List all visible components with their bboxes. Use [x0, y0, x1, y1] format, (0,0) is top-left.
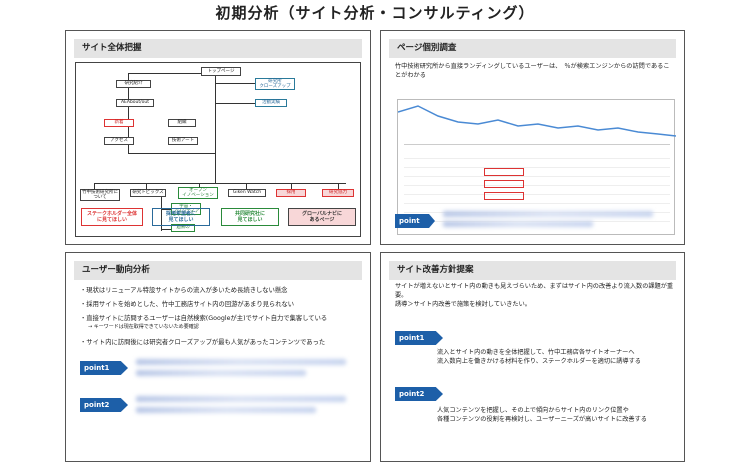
point2-badge: point2: [80, 398, 128, 412]
page-title: 初期分析（サイト分析・コンサルティング）: [215, 4, 535, 22]
node-collab: 研究協力: [322, 189, 354, 197]
node-closeup: 研究所 クローズアップ: [255, 78, 295, 90]
node-recruit: 採用: [276, 189, 306, 197]
point1-badge: point1: [80, 361, 128, 375]
legend-global-nav: グローバルナビに あるページ: [288, 208, 356, 226]
site-overview-heading: サイト全体把握: [74, 39, 362, 58]
bullet-4: ・サイト内に訪問後には研究者クローズアップが最も人気があったコンテンツであった: [80, 339, 326, 346]
blurred-text: [136, 370, 306, 376]
site-tree: トップページ 研究紹介 研究所 クローズアップ AEAbout/out 活動実績…: [75, 62, 361, 237]
improvement-point1-badge: point1: [395, 331, 443, 345]
node-access: アクセス: [104, 137, 134, 145]
node-space: 宇宙・ フロンティア: [171, 203, 201, 215]
highlight-row-3: [484, 192, 524, 200]
blurred-text: [136, 359, 346, 365]
node-giken: Giken Watch: [228, 189, 266, 197]
node-lab-intro: 研究紹介: [116, 80, 151, 88]
node-past: 過去の: [171, 224, 195, 232]
node-activity: 活動実績: [255, 99, 287, 107]
improvement-point1-text: 流入とサイト内の動きを全体把握して、竹中工務店各サイトオーナーへ 流入数向上を働…: [437, 349, 641, 365]
highlight-row-2: [484, 180, 524, 188]
highlight-row-1: [484, 168, 524, 176]
legend-partners: 共同研究社に 見てほしい: [221, 208, 279, 226]
point-badge: point: [395, 214, 435, 228]
node-aea: AEAbout/out: [116, 99, 154, 107]
improvement-intro: サイトが増えないとサイト内の動きも見えづらいため、まずはサイト内の改善より流入数…: [395, 283, 674, 308]
blurred-text: [136, 396, 346, 402]
improvement-heading: サイト改善方針提案: [389, 261, 676, 280]
node-news: 新着: [104, 119, 134, 127]
user-trend-panel: ユーザー動向分析 ・現状はリニューアル特設サイトからの流入が多いため長続きしない…: [65, 252, 371, 462]
traffic-line: [398, 105, 676, 137]
page-survey-text: 竹中技術研究所から直接ランディングしているユーザーは、 ％が検索エンジンからの訪…: [395, 63, 670, 79]
node-apply: 技術アート: [168, 137, 198, 145]
user-trend-heading: ユーザー動向分析: [74, 261, 362, 280]
site-overview-panel: サイト全体把握 トップページ 研究紹介 研究所 クローズアップ AEAbout/…: [65, 30, 371, 245]
improvement-point2-badge: point2: [395, 387, 443, 401]
bullet-3-note: → キーワードは現在取得できていないため要確認: [88, 324, 199, 330]
node-org: 組織: [168, 119, 196, 127]
improvement-point2-text: 人気コンテンツを把握し、その上で傾向からサイト内のリンク位置や 各種コンテンツの…: [437, 407, 647, 423]
bullet-3: ・直接サイトに訪問するユーザーは自然検索(Googleが主)でサイト自力で集客し…: [80, 315, 328, 322]
bullet-2: ・採用サイトを始めとした、竹中工務店サイト内の回游があまり見られない: [80, 301, 295, 308]
blurred-text: [443, 221, 593, 227]
improvement-panel: サイト改善方針提案 サイトが増えないとサイト内の動きも見えづらいため、まずはサイ…: [380, 252, 685, 462]
node-lab-tech: 竹中技術研究所について: [80, 189, 120, 201]
blurred-text: [136, 407, 316, 413]
page-survey-panel: ページ個別調査 竹中技術研究所から直接ランディングしているユーザーは、 ％が検索…: [380, 30, 685, 245]
bullet-1: ・現状はリニューアル特設サイトからの流入が多いため長続きしない懸念: [80, 287, 288, 294]
node-topics: 研究トピックス: [130, 189, 166, 197]
legend-stakeholders: ステークホルダー全体 に見てほしい: [81, 208, 143, 226]
blurred-text: [443, 211, 653, 217]
page-survey-heading: ページ個別調査: [389, 39, 676, 58]
node-open-innovation: オープン イノベーション: [178, 187, 218, 199]
legend-recruits: 採用希望者に 見てほしい: [152, 208, 210, 226]
node-top: トップページ: [201, 67, 241, 76]
